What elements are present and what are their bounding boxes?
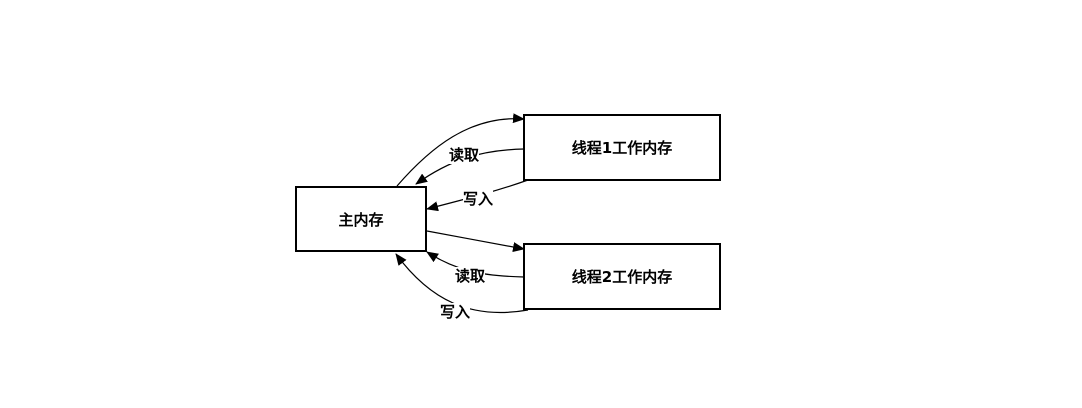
edge-main-to-t2 — [426, 230, 525, 253]
node-main-memory: 主内存 — [295, 186, 427, 252]
edge-label-t2-write: 写入 — [440, 303, 471, 321]
node-label: 线程2工作内存 — [571, 268, 673, 286]
edge-label-t1-write: 写入 — [463, 190, 494, 208]
node-thread2-working-memory: 线程2工作内存 — [523, 243, 721, 310]
node-label: 主内存 — [338, 210, 384, 229]
edge-t2-write-to-main — [395, 253, 529, 314]
node-label: 线程1工作内存 — [571, 139, 673, 157]
edge-label-t2-read: 读取 — [455, 267, 486, 285]
edge-main-to-t1 — [396, 113, 525, 187]
edge-label-t1-read: 读取 — [449, 146, 480, 164]
node-thread1-working-memory: 线程1工作内存 — [523, 114, 721, 181]
